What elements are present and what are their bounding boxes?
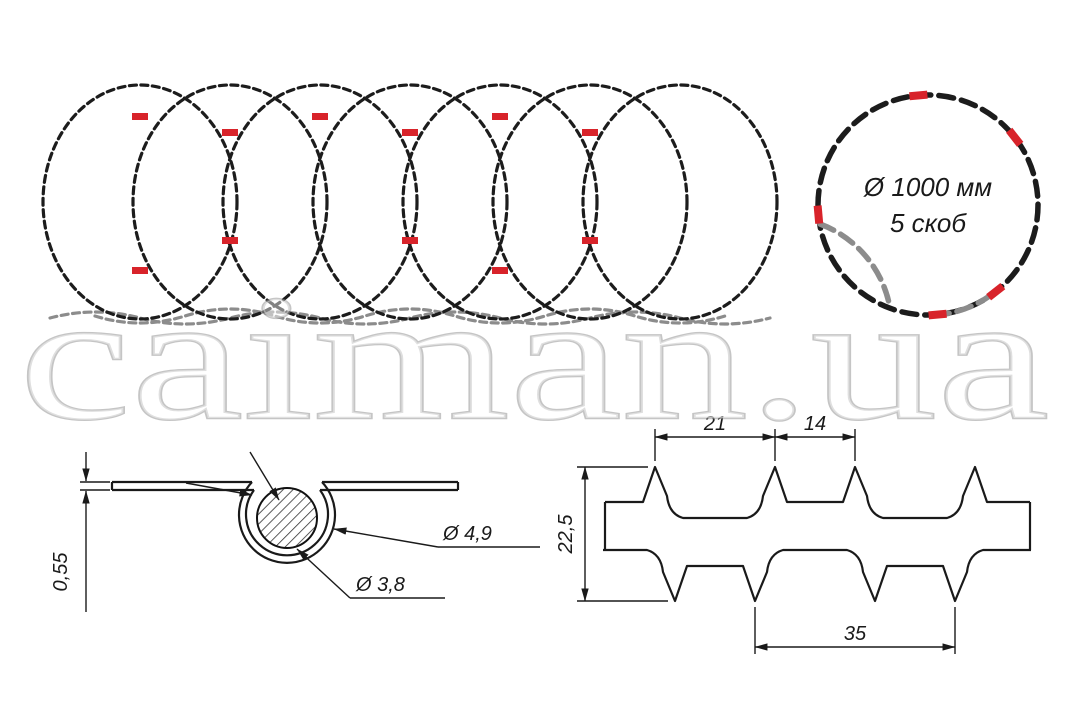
leader-outer-diameter: [333, 527, 439, 548]
staple-clip: [312, 113, 328, 120]
staple-clip: [1005, 127, 1024, 147]
coil-staples-count-label: 5 скоб: [890, 208, 967, 238]
profile-bottom-edge: [603, 548, 1031, 603]
tape-wrap-inner: [244, 489, 330, 557]
tape-profile: 21 14 22,5 35: [555, 413, 1032, 654]
ring-staple-clips: [813, 90, 1024, 320]
staple-clip: [582, 129, 598, 136]
rear-wire-wave-2: [93, 307, 727, 325]
coil-ring-rear-arc: [817, 221, 893, 311]
thickness-label: 0,55: [50, 552, 72, 592]
coil-side-view: [41, 83, 779, 326]
leader-core-diameter: [296, 548, 351, 599]
staple-clip: [222, 129, 238, 136]
staple-clip: [582, 237, 598, 244]
staple-clip: [492, 267, 508, 274]
core-wire-section: [256, 487, 318, 549]
staple-clip: [132, 113, 148, 120]
profile-end-caps: [603, 502, 1032, 550]
wire-loop: [581, 83, 779, 321]
core-diameter-callout: Ø 3,8: [296, 548, 445, 599]
barb-gap-label: 14: [804, 413, 826, 435]
leader-tape: [185, 482, 253, 497]
leader-top: [249, 451, 280, 501]
coil-ring: [815, 92, 1041, 318]
coil-end-view: Ø 1000 мм 5 скоб: [813, 90, 1041, 320]
staple-clip: [222, 237, 238, 244]
wire-loop: [131, 83, 329, 321]
staple-clip: [492, 113, 508, 120]
wire-loop: [401, 83, 599, 321]
wire-loop: [41, 83, 239, 321]
pitch-dimension: 35: [754, 607, 956, 654]
tape-wrap-outer: [237, 481, 337, 564]
tape-strip-right: [320, 480, 460, 492]
extension-lines: [80, 481, 110, 491]
coil-diameter-label: Ø 1000 мм: [863, 172, 992, 202]
core-diameter-label: Ø 3,8: [355, 574, 405, 596]
tape-strip-left: [110, 480, 254, 492]
wire-loop: [311, 83, 509, 321]
wire-loop: [221, 83, 419, 321]
staple-clips: [132, 113, 598, 274]
height-label: 22,5: [555, 514, 577, 555]
barb-span-label: 21: [703, 413, 726, 435]
staple-clip: [402, 237, 418, 244]
thickness-dimension: 0,55: [50, 452, 110, 612]
extension-lines: [577, 466, 668, 602]
staple-clip: [402, 129, 418, 136]
pitch-label: 35: [844, 623, 867, 645]
barb-span-dimension: 21 14: [654, 413, 856, 461]
outer-diameter-label: Ø 4,9: [442, 523, 492, 545]
staple-clip: [132, 267, 148, 274]
watermark-text: caiman.ua: [19, 258, 1049, 457]
profile-top-edge: [605, 465, 1030, 520]
tape-profile-outline: [603, 465, 1031, 603]
staple-clip: [909, 90, 928, 101]
staple-clip: [928, 309, 947, 320]
wire-loop: [491, 83, 689, 321]
tape-cross-section: 0,55 Ø 4,9 Ø 3,8: [50, 451, 540, 612]
height-dimension: 22,5: [555, 466, 668, 602]
staple-clip: [813, 205, 824, 224]
outer-diameter-callout: Ø 4,9: [333, 523, 540, 548]
staple-clip: [986, 282, 1006, 301]
